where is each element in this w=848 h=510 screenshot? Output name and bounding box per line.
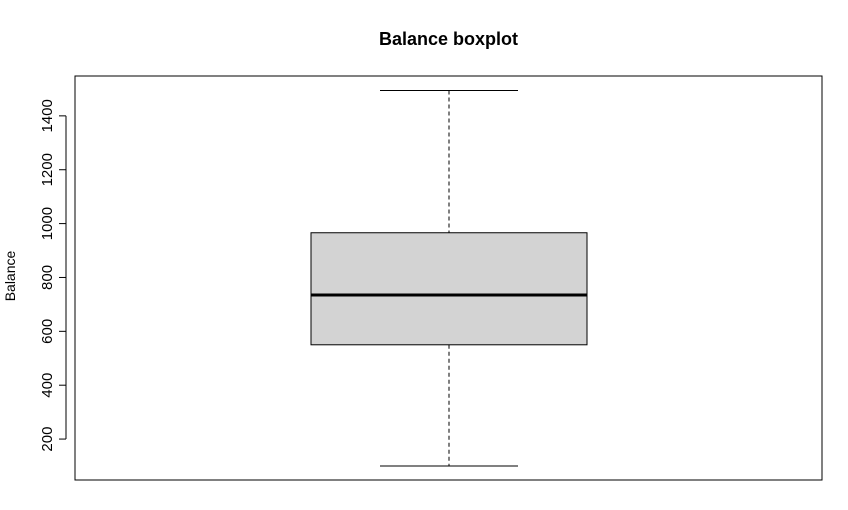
y-tick-label: 1000 xyxy=(39,207,56,240)
y-axis: 200 400 600 800 1000 1200 1400 xyxy=(39,99,67,452)
y-tick-label: 600 xyxy=(39,319,56,344)
y-tick-label: 200 xyxy=(39,427,56,452)
plot-frame xyxy=(74,75,823,481)
boxplot xyxy=(310,90,588,467)
y-tick-label: 1400 xyxy=(39,99,56,132)
y-tick-label: 800 xyxy=(39,265,56,290)
y-tick-label: 400 xyxy=(39,373,56,398)
iqr-box xyxy=(310,232,588,346)
y-tick-label: 1200 xyxy=(39,153,56,186)
chart-title: Balance boxplot xyxy=(379,29,518,49)
y-axis-label: Balance xyxy=(2,250,18,301)
